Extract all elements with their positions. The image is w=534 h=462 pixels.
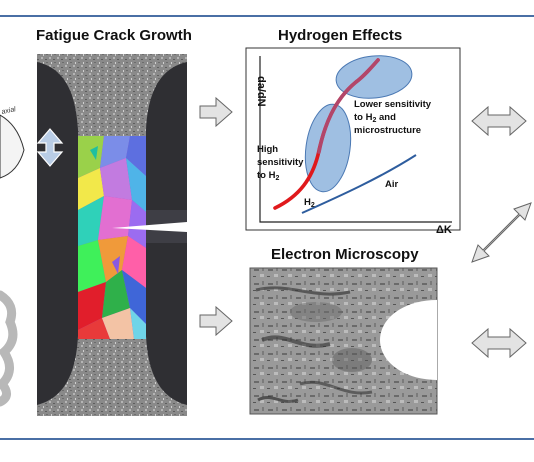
y-axis-label: da/dN (255, 76, 267, 107)
chart-axes (259, 56, 452, 223)
low-sensitivity-ellipse (335, 55, 413, 99)
h2-curve-overlap (317, 58, 380, 154)
crack-notch (112, 222, 187, 232)
hydrogen-effects-title: Hydrogen Effects (278, 27, 403, 44)
x-axis-label: ΔK (436, 224, 452, 236)
left-fragment-label: axial (1, 106, 17, 116)
double-arrow-icon-bottom (471, 327, 527, 359)
bottom-rule (0, 438, 534, 440)
electron-microscopy-image (249, 267, 438, 415)
crack-tip-void (380, 300, 437, 380)
right-arrow-icon-top (199, 96, 233, 128)
right-arrow-icon-bottom (199, 305, 233, 337)
electron-microscopy-title: Electron Microscopy (271, 246, 419, 263)
diagonal-double-arrow-icon (471, 202, 532, 263)
hydrogen-effects-chart: da/dN ΔK Lower sensitivity to H2 and mic… (245, 47, 461, 236)
fatigue-crack-growth-title: Fatigue Crack Growth (36, 27, 192, 44)
ebsd-grain-map (78, 136, 146, 339)
label-h2: H2 (304, 197, 315, 209)
label-high-sensitivity: High sensitivity to H2 (257, 144, 306, 182)
load-direction-double-arrow-icon (36, 128, 64, 167)
top-rule (0, 15, 534, 17)
label-lower-sensitivity: Lower sensitivity to H2 and microstructu… (354, 99, 434, 136)
double-arrow-icon-top (471, 105, 527, 137)
air-curve (301, 154, 417, 214)
label-air: Air (385, 179, 399, 190)
high-sensitivity-ellipse (304, 103, 352, 193)
left-specimen-fragment: axial (0, 106, 25, 407)
